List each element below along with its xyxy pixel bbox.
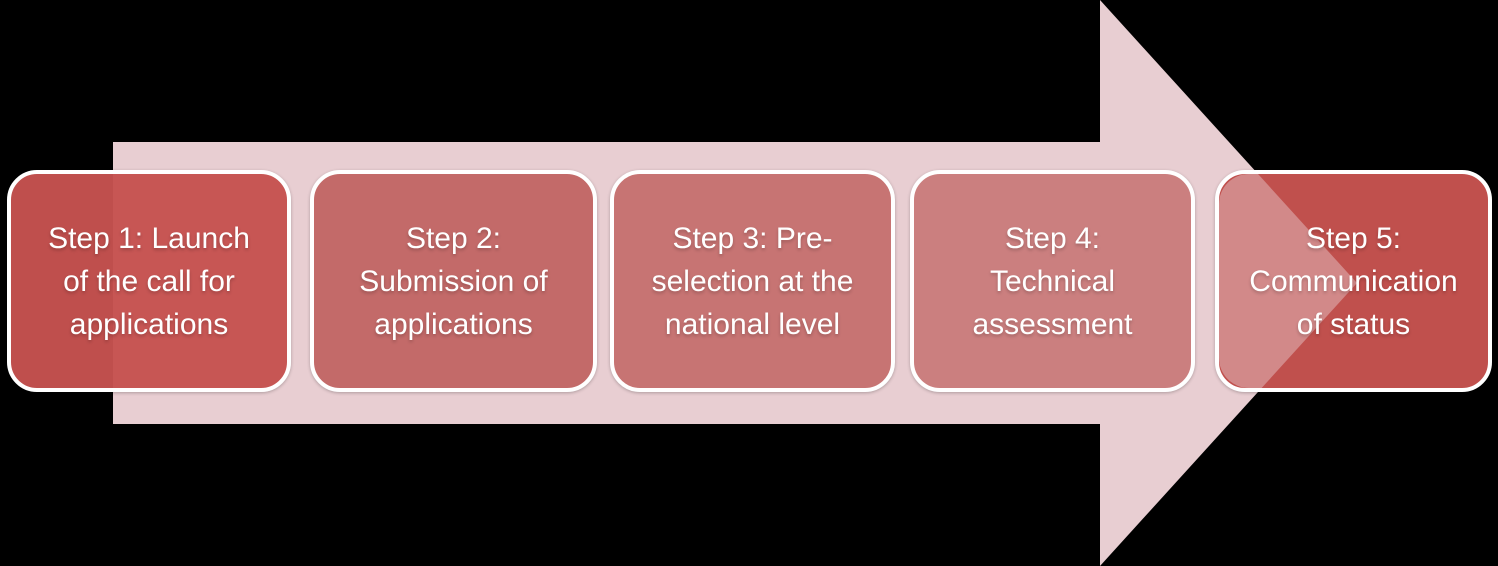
step-1-box: Step 1: Launch of the call for applicati… (7, 170, 291, 392)
step-2-box: Step 2: Submission of applications (310, 170, 597, 392)
step-3-box: Step 3: Pre- selection at the national l… (610, 170, 895, 392)
step-5-box: Step 5: Communication of status (1215, 170, 1492, 392)
step-3-label: Step 3: Pre- selection at the national l… (651, 221, 854, 341)
step-1-label: Step 1: Launch of the call for applicati… (48, 221, 250, 341)
step-4-label: Step 4: Technical assessment (972, 221, 1133, 341)
step-4-box: Step 4: Technical assessment (910, 170, 1195, 392)
step-2-label: Step 2: Submission of applications (359, 221, 548, 341)
step-5-label: Step 5: Communication of status (1249, 221, 1458, 341)
